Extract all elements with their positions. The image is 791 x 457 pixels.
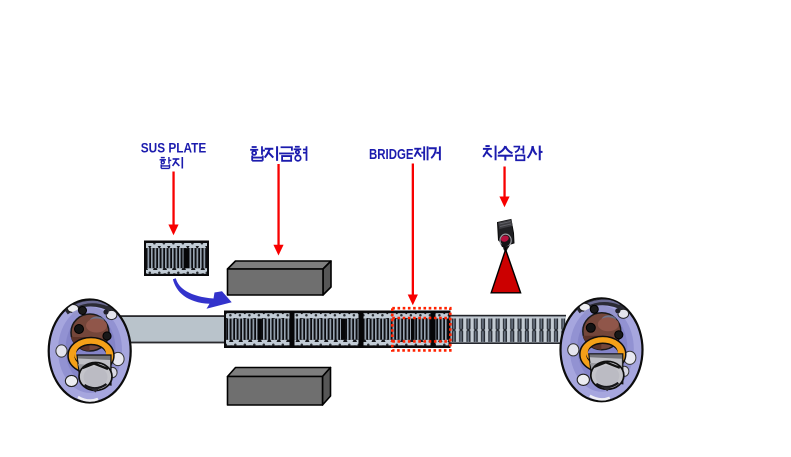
svg-text:BRIDGE: BRIDGE (369, 147, 414, 163)
svg-text:SUS PLATE: SUS PLATE (141, 141, 206, 156)
